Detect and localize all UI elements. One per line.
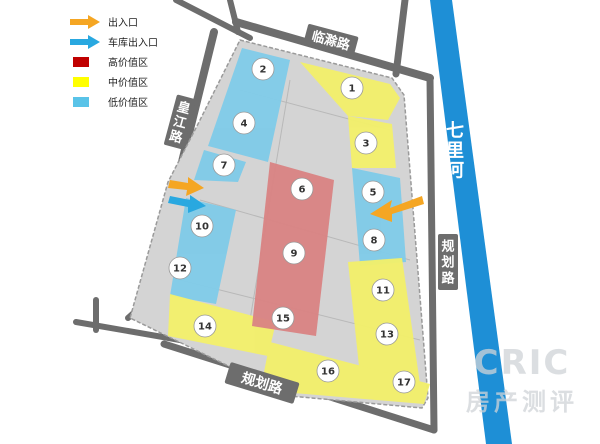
zone-marker-circle xyxy=(193,314,217,338)
zone-marker-17: 17 xyxy=(392,370,416,394)
road-label-west: 皇江路 xyxy=(164,94,196,150)
zone-marker-circle xyxy=(212,153,236,177)
qili-river xyxy=(430,0,512,444)
zone-marker-circle xyxy=(251,57,275,81)
zone-marker-6: 6 xyxy=(290,177,314,201)
zone-number: 2 xyxy=(260,65,267,76)
legend-label: 出入口 xyxy=(108,16,138,29)
swatch-icon xyxy=(73,77,89,87)
zone-number: 4 xyxy=(241,119,248,130)
zone-marker-circle xyxy=(375,322,399,346)
zone-marker-circle xyxy=(340,76,364,100)
zone-number: 10 xyxy=(195,222,209,233)
zone-marker-circle xyxy=(354,131,378,155)
zone-marker-10: 10 xyxy=(190,214,214,238)
legend-label: 高价值区 xyxy=(108,56,148,69)
zone-marker-3: 3 xyxy=(354,131,378,155)
legend-garage-entrance: 车库出入口 xyxy=(70,35,158,49)
river-label: 七里河 xyxy=(446,120,464,181)
zone-marker-circle xyxy=(168,256,192,280)
zone-number: 1 xyxy=(349,84,356,95)
legend-mid-value: 中价值区 xyxy=(73,76,148,89)
zone-number: 14 xyxy=(198,322,212,333)
zone-number: 9 xyxy=(291,249,298,260)
legend-entrance: 出入口 xyxy=(70,15,138,29)
legend-low-value: 低价值区 xyxy=(73,96,148,109)
entrance-arrow-west xyxy=(168,177,204,196)
zone-marker-circle xyxy=(362,228,386,252)
zone-number: 16 xyxy=(321,367,335,378)
legend-high-value: 高价值区 xyxy=(73,56,148,69)
zone-marker-circle xyxy=(290,177,314,201)
zone-marker-11: 11 xyxy=(371,278,395,302)
road-label-east: 规划路 xyxy=(438,234,458,290)
zone-marker-16: 16 xyxy=(316,359,340,383)
garage-arrow-west xyxy=(168,195,206,213)
arrow-icon xyxy=(70,15,100,29)
zone-marker-12: 12 xyxy=(168,256,192,280)
zone-marker-4: 4 xyxy=(232,111,256,135)
zone-marker-circle xyxy=(271,306,295,330)
watermark: CRIC 房产测评 xyxy=(466,343,578,416)
zone-number: 13 xyxy=(380,330,394,341)
zone-number: 15 xyxy=(276,314,290,325)
zone-marker-circle xyxy=(190,214,214,238)
zone-marker-13: 13 xyxy=(375,322,399,346)
entrance-arrow-east xyxy=(370,196,424,222)
zone-number: 7 xyxy=(221,161,228,172)
zone-marker-circle xyxy=(316,359,340,383)
zone-number: 8 xyxy=(371,236,378,247)
zone-marker-circle xyxy=(232,111,256,135)
entrance-arrows xyxy=(168,177,424,222)
swatch-icon xyxy=(73,97,89,107)
arrow-icon xyxy=(70,35,100,49)
zone-number: 12 xyxy=(173,264,187,275)
road-east-text: 规划路 xyxy=(441,240,455,287)
zone-marker-2: 2 xyxy=(251,57,275,81)
legend-label: 低价值区 xyxy=(108,96,148,109)
zone-marker-9: 9 xyxy=(282,241,306,265)
zone-number: 3 xyxy=(363,139,370,150)
legend-label: 车库出入口 xyxy=(108,36,158,49)
zone-marker-7: 7 xyxy=(212,153,236,177)
zone-marker-1: 1 xyxy=(340,76,364,100)
zone-number: 5 xyxy=(370,188,377,199)
zone-marker-circle xyxy=(282,241,306,265)
swatch-icon xyxy=(73,57,89,67)
zone-marker-circle xyxy=(371,278,395,302)
zone-marker-14: 14 xyxy=(193,314,217,338)
zone-number: 11 xyxy=(376,286,390,297)
zone-number: 17 xyxy=(397,378,411,389)
zone-marker-circle xyxy=(392,370,416,394)
legend-label: 中价值区 xyxy=(108,76,148,89)
zone-marker-15: 15 xyxy=(271,306,295,330)
zone-number: 6 xyxy=(299,185,306,196)
road-west-text: 皇江路 xyxy=(168,99,193,147)
zone-marker-8: 8 xyxy=(362,228,386,252)
watermark-line2: 房产测评 xyxy=(466,388,578,416)
watermark-line1: CRIC xyxy=(474,343,571,383)
zone-marker-5: 5 xyxy=(361,180,385,204)
zone-marker-circle xyxy=(361,180,385,204)
